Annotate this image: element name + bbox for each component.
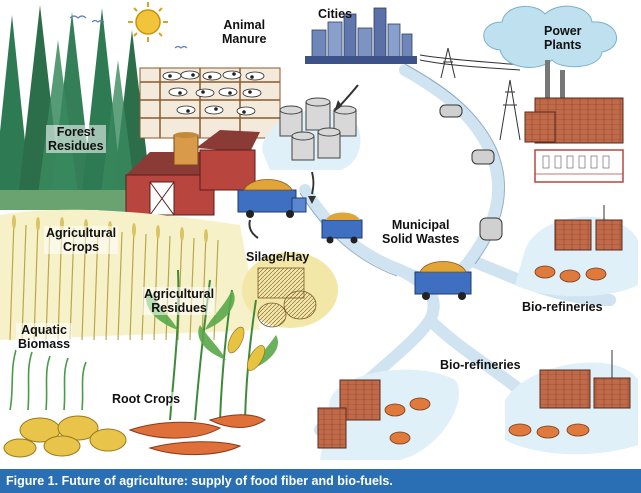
digester-tanks	[262, 97, 361, 170]
label-root-crops: Root Crops	[110, 392, 183, 406]
silage-hay-bales	[242, 252, 338, 328]
label-cities: Cities	[318, 7, 353, 21]
agriculture-biofuel-scene	[0, 2, 638, 460]
forest	[0, 5, 152, 215]
truck-road	[321, 212, 363, 244]
label-aquatic-biomass: Aquatic Biomass	[16, 323, 73, 351]
bio-refinery-right	[515, 205, 638, 297]
label-animal-manure: Animal Manure	[222, 18, 267, 46]
label-power-plants: Power Plants	[544, 24, 582, 52]
power-lines	[419, 47, 521, 141]
label-agricultural-residues: Agricultural Residues	[142, 287, 217, 315]
label-agricultural-crops: Agricultural Crops	[44, 226, 119, 254]
figure-caption: Figure 1. Future of agriculture: supply …	[6, 474, 393, 488]
cattle-pens	[139, 67, 281, 139]
truck-municipal	[414, 261, 472, 300]
label-forest-residues: Forest Residues	[46, 125, 106, 153]
label-silage-hay: Silage/Hay	[246, 250, 310, 264]
birds	[69, 15, 188, 49]
aquatic-biomass	[9, 349, 87, 411]
sun-icon	[128, 2, 168, 42]
truck-farm	[237, 179, 307, 218]
power-plant	[524, 60, 624, 183]
label-bio-refineries-bottom: Bio-refineries	[440, 358, 521, 372]
power-plant-cloud	[483, 5, 618, 68]
root-crops	[3, 414, 266, 458]
label-municipal-solid-wastes: Municipal Solid Wastes	[382, 218, 460, 246]
city-skyline	[305, 7, 417, 64]
label-bio-refineries-right: Bio-refineries	[522, 300, 603, 314]
barn	[125, 130, 260, 216]
tanker-trucks	[439, 104, 503, 241]
bio-refinery-bottom	[317, 350, 638, 460]
caption-bar: Figure 1. Future of agriculture: supply …	[0, 469, 641, 493]
